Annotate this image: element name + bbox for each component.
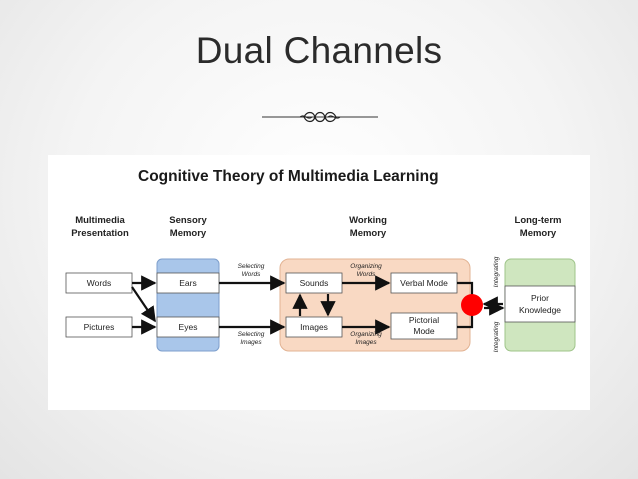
organizing-words-label-line2: Words [357,271,377,278]
integrating-top-label: Integrating [493,256,500,287]
sounds-label: Sounds [300,278,329,288]
column-heading-sensory-line2: Memory [170,228,207,239]
selecting-words-label-line2: Words [242,271,262,278]
decorative-divider [262,111,378,123]
slide-title: Dual Channels [195,30,443,71]
connector-verbal-integration [457,281,474,295]
cognitive-theory-figure: Cognitive Theory of Multimedia Learning … [48,155,590,410]
pictorial-mode-label-line2: Mode [413,326,435,336]
prior-knowledge-label-line1: Prior [531,293,549,303]
organizing-images-label-line2: Images [355,339,377,346]
integration-point [461,294,483,316]
integrating-bottom-label: Integrating [493,321,500,352]
column-heading-sensory-line1: Sensory [169,215,207,226]
pictorial-mode-label-line1: Pictorial [409,315,439,325]
prior-knowledge-label-line2: Knowledge [519,305,561,315]
cognitive-theory-diagram: Cognitive Theory of Multimedia Learning … [65,168,576,352]
column-heading-working-line2: Memory [350,228,387,239]
words-label: Words [87,278,111,288]
pictorial-mode-node [390,312,458,340]
selecting-images-label-line2: Images [240,339,262,346]
organizing-images-label-line1: Organizing [350,331,382,338]
column-heading-longterm-line2: Memory [520,228,557,239]
arrow-words-eyes [131,286,156,323]
column-heading-presentation-line2: Presentation [71,228,129,239]
prior-knowledge-node [504,285,576,323]
organizing-words-label-line1: Organizing [350,263,382,270]
column-heading-working-line1: Working [349,215,387,226]
pictures-label: Pictures [84,322,115,332]
ears-label: Ears [179,278,196,288]
column-heading-longterm-line1: Long-term [515,215,562,226]
column-heading-presentation-line1: Multimedia [75,215,125,226]
connector-pictorial-integration [457,315,474,329]
verbal-mode-label: Verbal Mode [400,278,448,288]
eyes-label: Eyes [179,322,198,332]
selecting-images-label-line1: Selecting [238,331,265,338]
selecting-words-label-line1: Selecting [238,263,265,270]
diagram-title: Cognitive Theory of Multimedia Learning [138,168,439,185]
images-label: Images [300,322,328,332]
